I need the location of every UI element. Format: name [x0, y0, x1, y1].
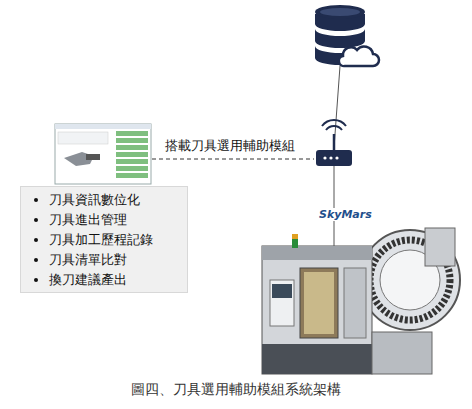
bullet-item: 換刀建議產出 — [49, 270, 187, 290]
bullet-item: 刀具資訊數位化 — [49, 190, 187, 210]
software-screenshot — [55, 124, 151, 184]
database-icon — [315, 5, 379, 66]
bullet-item: 刀具進出管理 — [49, 210, 187, 230]
cnc-machine — [262, 228, 460, 374]
router-icon — [316, 120, 352, 166]
bullet-item: 刀具加工歷程記錄 — [49, 230, 187, 250]
dashed-link — [152, 159, 314, 160]
wire — [334, 166, 335, 246]
figure-caption: 圖四、刀具選用輔助模組系統架構 — [0, 381, 472, 399]
logo-text: SkyMars — [317, 208, 374, 221]
bullet-list: 刀具資訊數位化刀具進出管理刀具加工歷程記錄刀具清單比對換刀建議產出 — [21, 190, 187, 290]
bullet-item: 刀具清單比對 — [49, 250, 187, 270]
feature-box: 刀具資訊數位化刀具進出管理刀具加工歷程記錄刀具清單比對換刀建議產出 — [20, 186, 188, 293]
link-label: 搭載刀具選用輔助模組 — [165, 137, 295, 155]
